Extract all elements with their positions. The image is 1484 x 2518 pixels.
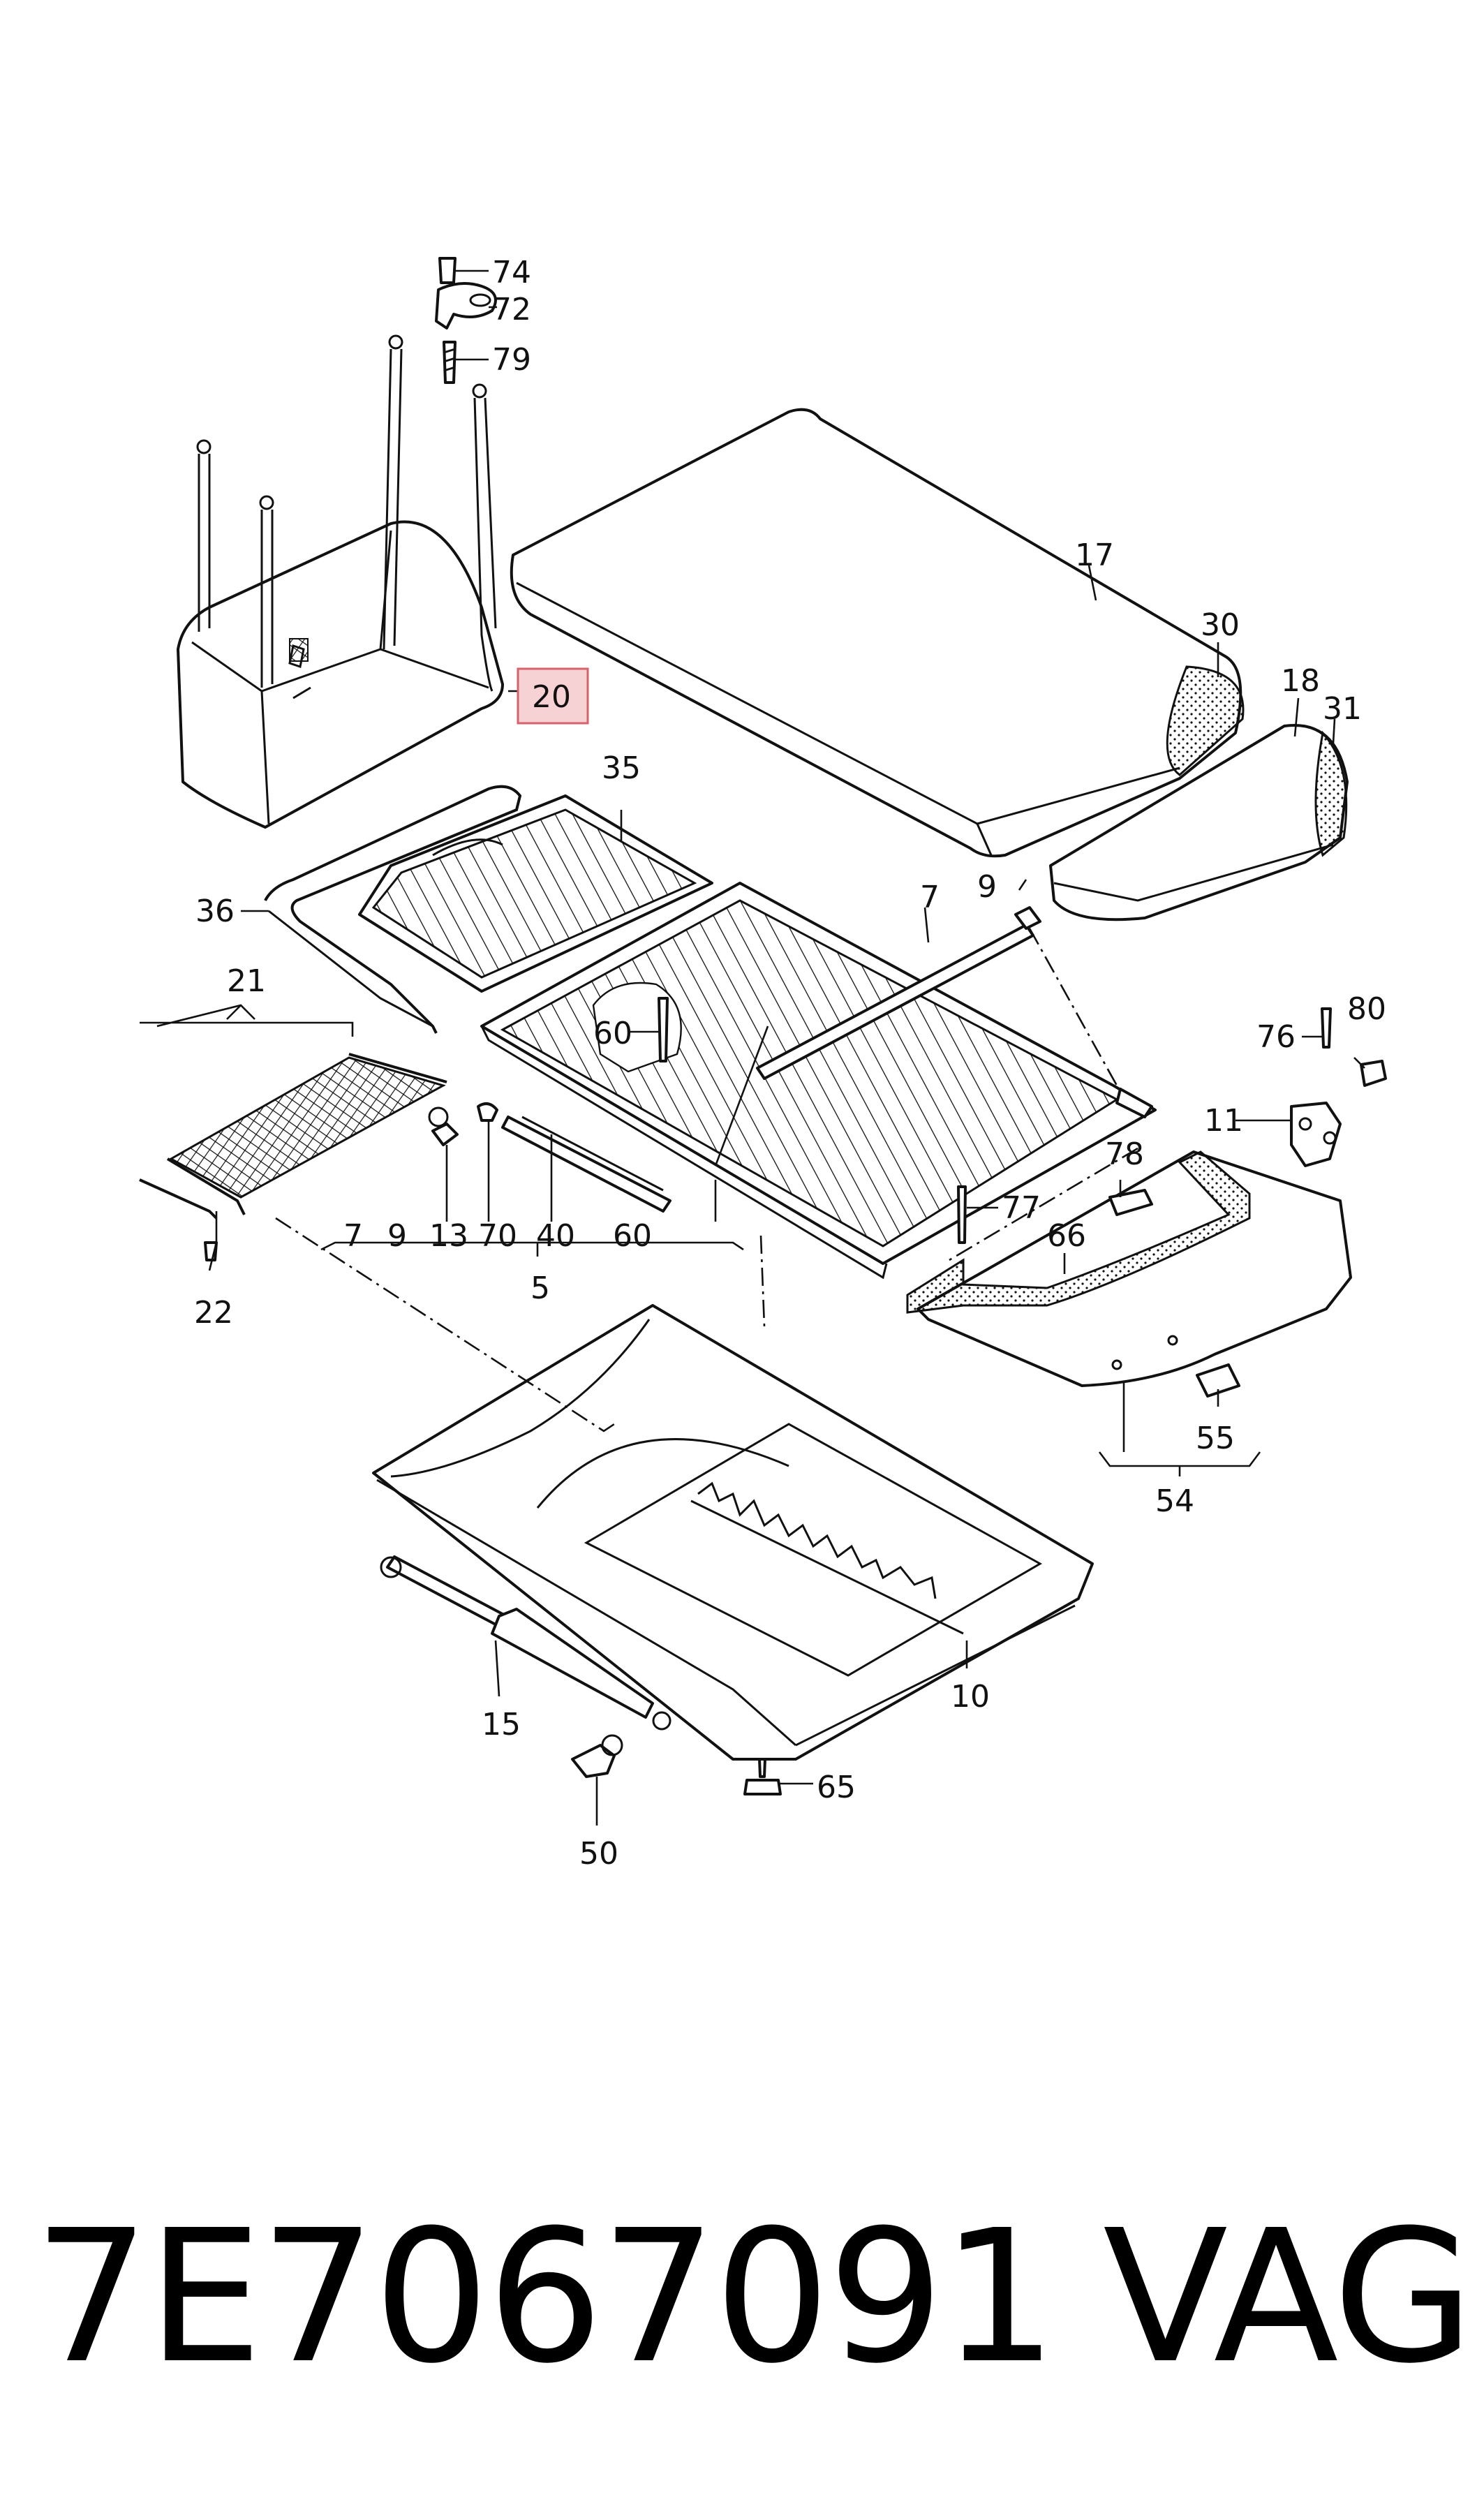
callout-17: 17 (1075, 538, 1114, 573)
group-5-item-40: 40 (536, 1218, 575, 1254)
relationship-lines (275, 928, 1138, 1432)
group-5-item-70: 70 (478, 1218, 517, 1254)
gas-strut-part (380, 1555, 671, 1731)
callout-31: 31 (1323, 691, 1362, 727)
brand-label: VAG (1103, 2191, 1474, 2404)
group-5-item-9: 9 (387, 1218, 407, 1254)
callout-30: 30 (1201, 607, 1240, 643)
callout-55: 55 (1196, 1421, 1235, 1456)
leader-lines (140, 565, 1365, 1825)
clip-55 (1196, 1363, 1240, 1398)
callout-74: 74 (492, 255, 531, 290)
callout-36: 36 (195, 894, 235, 929)
callout-7: 7 (920, 880, 940, 915)
callout-18: 18 (1281, 663, 1320, 699)
part-number: 7E7067091 (34, 2191, 1058, 2404)
main-floor-panel-part (480, 882, 1157, 1280)
seat-cushion-part (510, 408, 1245, 858)
highlight-box-20 (517, 667, 589, 725)
callout-65: 65 (817, 1770, 856, 1805)
callout-77: 77 (1002, 1190, 1041, 1226)
fastener-set (435, 257, 497, 384)
callout-11: 11 (1204, 1103, 1243, 1139)
callout-79: 79 (492, 342, 531, 378)
callout-21: 21 (227, 963, 266, 999)
pins-13-70 (428, 1102, 498, 1146)
fasteners-50-65 (571, 1734, 782, 1795)
callout-10: 10 (951, 1679, 990, 1715)
luggage-net-part (139, 1053, 447, 1261)
group-5-item-60: 60 (613, 1218, 652, 1254)
floor-carrier-part (372, 1304, 1094, 1761)
side-tray-assembly (906, 1102, 1352, 1387)
callout-labels: 74 72 79 20 17 30 18 31 35 36 7 9 21 60 … (194, 255, 1386, 1872)
callout-50: 50 (579, 1836, 618, 1872)
callout-76: 76 (1256, 1019, 1296, 1055)
callout-9: 9 (977, 869, 997, 905)
callout-35: 35 (602, 750, 641, 786)
callout-66: 66 (1047, 1218, 1086, 1254)
callout-78: 78 (1105, 1136, 1144, 1172)
frame-rail-part (264, 785, 522, 1034)
callout-15: 15 (482, 1707, 521, 1742)
storage-bag-part (177, 334, 504, 829)
callout-72: 72 (492, 292, 531, 327)
group-5-item-7: 7 (343, 1218, 363, 1254)
small-cushion-part (1049, 724, 1349, 921)
small-floor-panel-part (358, 794, 713, 993)
callout-20: 20 (532, 679, 571, 715)
group-5-label: 5 (530, 1271, 550, 1306)
callout-80: 80 (1347, 991, 1386, 1027)
callout-60: 60 (593, 1016, 632, 1051)
group-5-item-13: 13 (429, 1218, 468, 1254)
callout-54: 54 (1155, 1483, 1194, 1519)
callout-22: 22 (194, 1295, 233, 1331)
